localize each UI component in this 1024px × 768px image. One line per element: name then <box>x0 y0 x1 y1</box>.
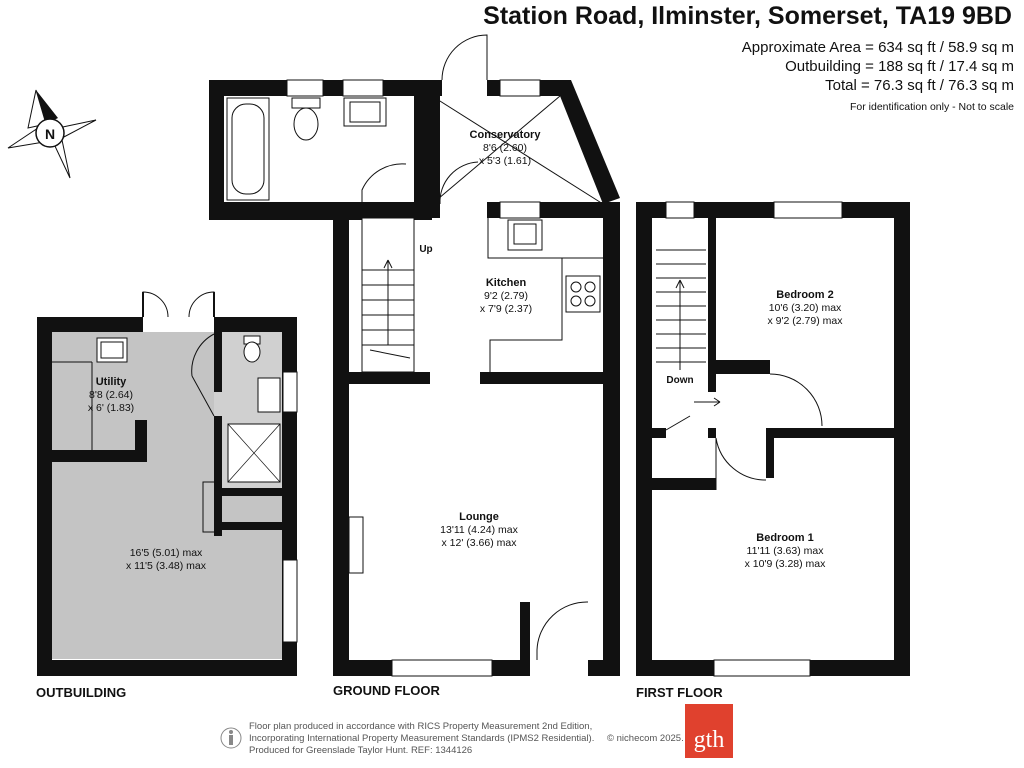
ground-floor-label: GROUND FLOOR <box>333 683 440 698</box>
ground-floor-plan <box>209 34 620 677</box>
first-floor-plan <box>636 201 910 677</box>
utility-dim1: 8'8 (2.64) <box>89 389 133 401</box>
lounge-name: Lounge <box>459 511 499 523</box>
lounge-dim2: x 12' (3.66) max <box>442 537 518 549</box>
utility-dim2: x 6' (1.83) <box>88 402 134 414</box>
gth-logo: gth <box>685 704 733 758</box>
lounge-dim1: 13'11 (4.24) max <box>440 524 518 536</box>
outbuilding-label: OUTBUILDING <box>36 685 126 700</box>
conservatory-name: Conservatory <box>470 129 542 141</box>
copyright: © nichecom 2025. <box>607 733 684 744</box>
outbuilding-dim2: x 11'5 (3.48) max <box>126 560 207 572</box>
person-icon <box>220 727 242 749</box>
stairs-down-label: Down <box>666 375 693 386</box>
bedroom1-dim2: x 10'9 (3.28) max <box>745 558 827 570</box>
footer-line-3: Produced for Greenslade Taylor Hunt. REF… <box>249 745 473 756</box>
kitchen-name: Kitchen <box>486 277 527 289</box>
bedroom1-name: Bedroom 1 <box>756 532 813 544</box>
kitchen-dim1: 9'2 (2.79) <box>484 290 528 302</box>
outbuilding-plan <box>37 291 298 676</box>
stairs-up-label: Up <box>419 244 432 255</box>
disclaimer: For identification only - Not to scale <box>850 101 1014 113</box>
bedroom1-dim1: 11'11 (3.63) max <box>747 545 825 557</box>
first-floor-label: FIRST FLOOR <box>636 685 723 700</box>
page-title: Station Road, Ilminster, Somerset, TA19 … <box>483 2 1012 30</box>
bedroom2-name: Bedroom 2 <box>776 289 833 301</box>
approximate-area: Approximate Area = 634 sq ft / 58.9 sq m <box>741 39 1014 56</box>
conservatory-dim2: x 5'3 (1.61) <box>479 155 531 167</box>
outbuilding-area: Outbuilding = 188 sq ft / 17.4 sq m <box>785 58 1014 75</box>
utility-name: Utility <box>96 376 127 388</box>
total-area: Total = 76.3 sq ft / 76.3 sq m <box>825 77 1014 94</box>
conservatory-dim1: 8'6 (2.60) <box>483 142 527 154</box>
north-compass-icon <box>7 89 97 179</box>
footer-line-2: Incorporating International Property Mea… <box>249 733 595 744</box>
bedroom2-dim1: 10'6 (3.20) max <box>769 302 842 314</box>
footer-notes: Floor plan produced in accordance with R… <box>249 721 594 757</box>
footer-line-1: Floor plan produced in accordance with R… <box>249 721 593 732</box>
bedroom2-dim2: x 9'2 (2.79) max <box>768 315 844 327</box>
kitchen-dim2: x 7'9 (2.37) <box>480 303 532 315</box>
compass-letter: N <box>45 126 55 142</box>
outbuilding-dim1: 16'5 (5.01) max <box>130 547 203 559</box>
area-summary: Approximate Area = 634 sq ft / 58.9 sq m… <box>742 38 1014 117</box>
